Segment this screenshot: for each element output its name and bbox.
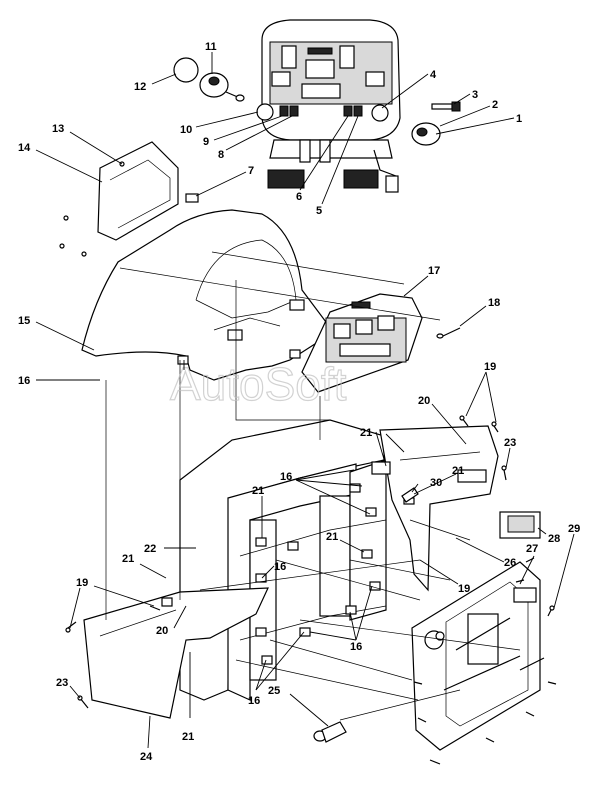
callout-21c: 21 bbox=[252, 485, 264, 497]
upper-cowl-15 bbox=[81, 209, 333, 381]
assembly-guide-lines bbox=[105, 251, 521, 721]
callout-16c: 16 bbox=[274, 561, 286, 573]
callout-12: 12 bbox=[134, 81, 146, 93]
callout-1: 1 bbox=[516, 113, 522, 125]
callout-4: 4 bbox=[430, 69, 437, 81]
callout-25: 25 bbox=[268, 685, 280, 697]
callout-20a: 20 bbox=[418, 395, 430, 407]
callout-21a: 21 bbox=[360, 427, 372, 439]
switch-bracket-26 bbox=[371, 425, 499, 592]
callout-2: 2 bbox=[492, 99, 498, 111]
callout-10: 10 bbox=[180, 124, 192, 136]
lower-dash-frame bbox=[179, 419, 391, 701]
top-small-parts bbox=[173, 57, 461, 146]
callout-18: 18 bbox=[488, 297, 500, 309]
callout-3: 3 bbox=[472, 89, 478, 101]
callout-21e: 21 bbox=[122, 553, 134, 565]
callout-17: 17 bbox=[428, 265, 440, 277]
callout-21f: 21 bbox=[182, 731, 194, 743]
part-30 bbox=[401, 487, 419, 503]
callout-20b: 20 bbox=[156, 625, 168, 637]
mount-bracket-14 bbox=[59, 141, 199, 257]
switch-28 bbox=[499, 511, 541, 539]
callout-21d: 21 bbox=[326, 531, 338, 543]
callout-22: 22 bbox=[144, 543, 156, 555]
callout-16b: 16 bbox=[280, 471, 292, 483]
callout-19b: 19 bbox=[76, 577, 88, 589]
callout-24: 24 bbox=[140, 751, 153, 763]
callout-13: 13 bbox=[52, 123, 64, 135]
callout-29: 29 bbox=[568, 523, 580, 535]
callout-6: 6 bbox=[296, 191, 302, 203]
callout-19a: 19 bbox=[484, 361, 496, 373]
callout-14: 14 bbox=[18, 142, 31, 154]
callout-9: 9 bbox=[203, 136, 209, 148]
callout-21b: 21 bbox=[452, 465, 464, 477]
left-kick-panel-24 bbox=[83, 587, 269, 719]
callout-23a: 23 bbox=[504, 437, 516, 449]
callout-28: 28 bbox=[548, 533, 560, 545]
callout-23b: 23 bbox=[56, 677, 68, 689]
callout-16e: 16 bbox=[248, 695, 260, 707]
rear-plate-27 bbox=[411, 561, 545, 751]
callout-8: 8 bbox=[218, 149, 224, 161]
callout-11: 11 bbox=[205, 41, 217, 53]
fasteners bbox=[65, 415, 557, 765]
watermark: AutoSoft bbox=[170, 358, 347, 410]
callout-7: 7 bbox=[248, 165, 254, 177]
callout-5: 5 bbox=[316, 205, 322, 217]
callout-26: 26 bbox=[504, 557, 516, 569]
callout-16d: 16 bbox=[350, 641, 362, 653]
part-25-plug bbox=[313, 721, 347, 743]
callout-labels: 1 2 3 4 5 6 7 8 9 10 11 12 13 14 15 16 bbox=[18, 41, 580, 763]
instrument-console-assembly bbox=[256, 19, 401, 193]
instrument-panel-17 bbox=[301, 293, 461, 393]
callout-27: 27 bbox=[526, 543, 538, 555]
callout-30: 30 bbox=[430, 477, 442, 489]
callout-19c: 19 bbox=[458, 583, 470, 595]
callout-16a: 16 bbox=[18, 375, 30, 387]
callout-15: 15 bbox=[18, 315, 30, 327]
